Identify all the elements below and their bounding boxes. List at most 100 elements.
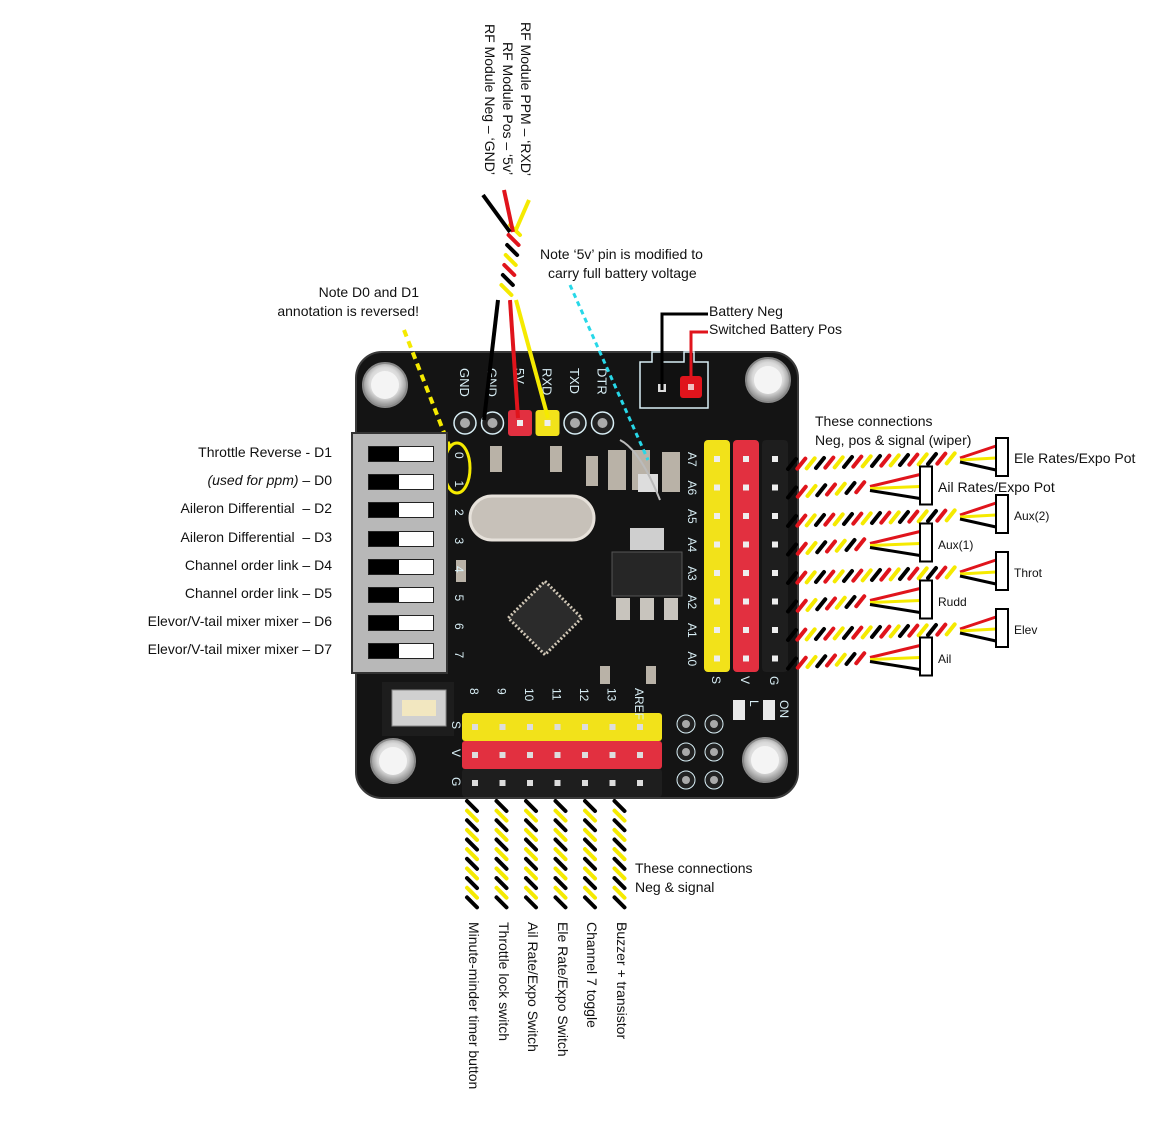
- analog-header-column-g: [762, 440, 788, 672]
- rf-module-neg-label: RF Module Neg – ‘GND’: [482, 24, 498, 175]
- bottom-connection-label: Channel 7 toggle: [584, 922, 600, 1028]
- silk-digital-5: 5: [452, 595, 466, 602]
- dip-switch-function: Elevor/V-tail mixer mixer: [147, 613, 299, 630]
- potentiometer-connector: [919, 579, 933, 620]
- silk-digital-13: 13: [605, 688, 619, 702]
- fanout-pos: [959, 615, 997, 631]
- header-pin: [637, 724, 643, 730]
- mounting-hole-bottom-right: [742, 737, 788, 783]
- rf-module-ppm-label: RF Module PPM – ‘RXD’: [518, 22, 534, 177]
- 5v-note-pointer: [568, 284, 650, 461]
- silk-digital-9: 9: [495, 688, 509, 695]
- bottom-connection-label: Ele Rate/Expo Switch: [554, 922, 571, 1057]
- dip-switch[interactable]: [368, 643, 434, 660]
- header-pin: [714, 456, 720, 462]
- silk-row-g: G: [449, 777, 463, 786]
- crystal: [468, 494, 596, 542]
- header-pin: [743, 627, 749, 633]
- dip-switch-pin: - D1: [301, 444, 332, 460]
- dip-switch-pin: – D3: [294, 528, 332, 545]
- rf-ppm-wire: [513, 199, 531, 233]
- dip-switch-knob: [369, 531, 399, 546]
- dip-switch[interactable]: [368, 558, 434, 575]
- silk-analog-a3: A3: [685, 566, 699, 581]
- right-wire-7: [786, 651, 867, 671]
- right-wire-2: [786, 508, 957, 528]
- header-pin: [743, 655, 749, 662]
- silk-row-s: S: [449, 721, 463, 729]
- dip-switch-knob: [369, 503, 399, 518]
- dip-switch-label: Aileron Differential – D3: [181, 529, 333, 545]
- dip-switch-pin: – D2: [294, 500, 332, 517]
- header-pin: [499, 780, 506, 786]
- silk-col-g: G: [767, 676, 781, 685]
- bottom-header-row-v: [462, 741, 662, 769]
- top-header-pin-label: GND: [457, 368, 472, 397]
- potentiometer-connector: [995, 608, 1009, 648]
- rf-neg-wire-to-pin: [482, 299, 500, 421]
- silk-digital-11: 11: [550, 688, 564, 701]
- rf-ppm-wire-to-pin: [514, 299, 550, 419]
- bottom-wire-4: [583, 799, 597, 910]
- top-header-pin-label: RXD: [540, 368, 555, 395]
- dip-switch-label: Throttle Reverse - D1: [198, 444, 332, 460]
- header-pin: [499, 724, 506, 730]
- pcb-board: [356, 352, 798, 798]
- reset-button: [382, 682, 454, 736]
- dip-switch[interactable]: [368, 502, 434, 519]
- dip-switch-function: Elevor/V-tail mixer mixer: [147, 641, 299, 658]
- header-pin: [637, 780, 643, 786]
- bottom-wire-0: [465, 799, 479, 910]
- dip-switch-pin: – D5: [298, 585, 332, 601]
- dip-switch[interactable]: [368, 615, 434, 632]
- header-pin: [714, 570, 720, 576]
- right-connections-header-line2: Neg, pos & signal (wiper): [815, 432, 972, 448]
- top-header-pin-label: DTR: [595, 368, 610, 395]
- header-pin: [527, 752, 533, 758]
- header-pin: [743, 541, 749, 548]
- fanout-signal: [869, 656, 921, 661]
- silk-digital-12: 12: [577, 688, 591, 702]
- status-leds: [733, 700, 775, 720]
- silk-analog-a1: A1: [685, 623, 699, 638]
- note-5v-line1: Note ‘5v’ pin is modified to: [540, 246, 703, 262]
- right-connection-label: Throt: [1014, 566, 1043, 580]
- header-pin: [714, 513, 720, 519]
- silk-digital-0: 0: [452, 452, 466, 459]
- rf-pos-wire: [502, 189, 515, 233]
- header-pin: [554, 724, 561, 730]
- header-pin: [772, 541, 778, 548]
- dip-switch[interactable]: [368, 446, 434, 462]
- fanout-neg: [869, 603, 921, 614]
- header-pin: [637, 752, 643, 758]
- silk-led-on: ON: [777, 700, 791, 718]
- right-wire-6: [786, 622, 957, 642]
- header-pin: [772, 570, 778, 576]
- dip-switch-knob: [369, 447, 399, 461]
- dip-switch[interactable]: [368, 530, 434, 547]
- silk-analog-a4: A4: [685, 538, 699, 553]
- battery-neg-lead: [660, 312, 708, 390]
- header-pin: [499, 752, 506, 758]
- dip-switch-function: (used for ppm): [207, 472, 299, 489]
- fanout-signal: [959, 456, 997, 462]
- potentiometer-connector: [919, 465, 933, 506]
- dip-switch-function: Channel order link: [184, 556, 299, 573]
- fanout-pos: [959, 558, 997, 574]
- silk-analog-a0: A0: [685, 652, 699, 667]
- dip-switch-pin: – D6: [298, 613, 332, 630]
- dip-switch[interactable]: [368, 587, 434, 603]
- dip-switch[interactable]: [368, 474, 434, 491]
- dip-switch-function: Channel order link: [184, 585, 299, 601]
- header-pin: [714, 484, 720, 491]
- silk-led-l: L: [747, 700, 761, 707]
- header-pin: [582, 724, 588, 730]
- mounting-hole-bottom-left: [370, 738, 416, 784]
- dip-switch-knob: [369, 588, 399, 602]
- note-d0-d1-line2: annotation is reversed!: [277, 303, 419, 319]
- dip-switch-label: Elevor/V-tail mixer mixer – D7: [148, 641, 332, 657]
- right-connection-label: Aux(1): [938, 537, 974, 552]
- top-header-pin-label: TXD: [567, 368, 582, 394]
- header-pin: [714, 627, 720, 633]
